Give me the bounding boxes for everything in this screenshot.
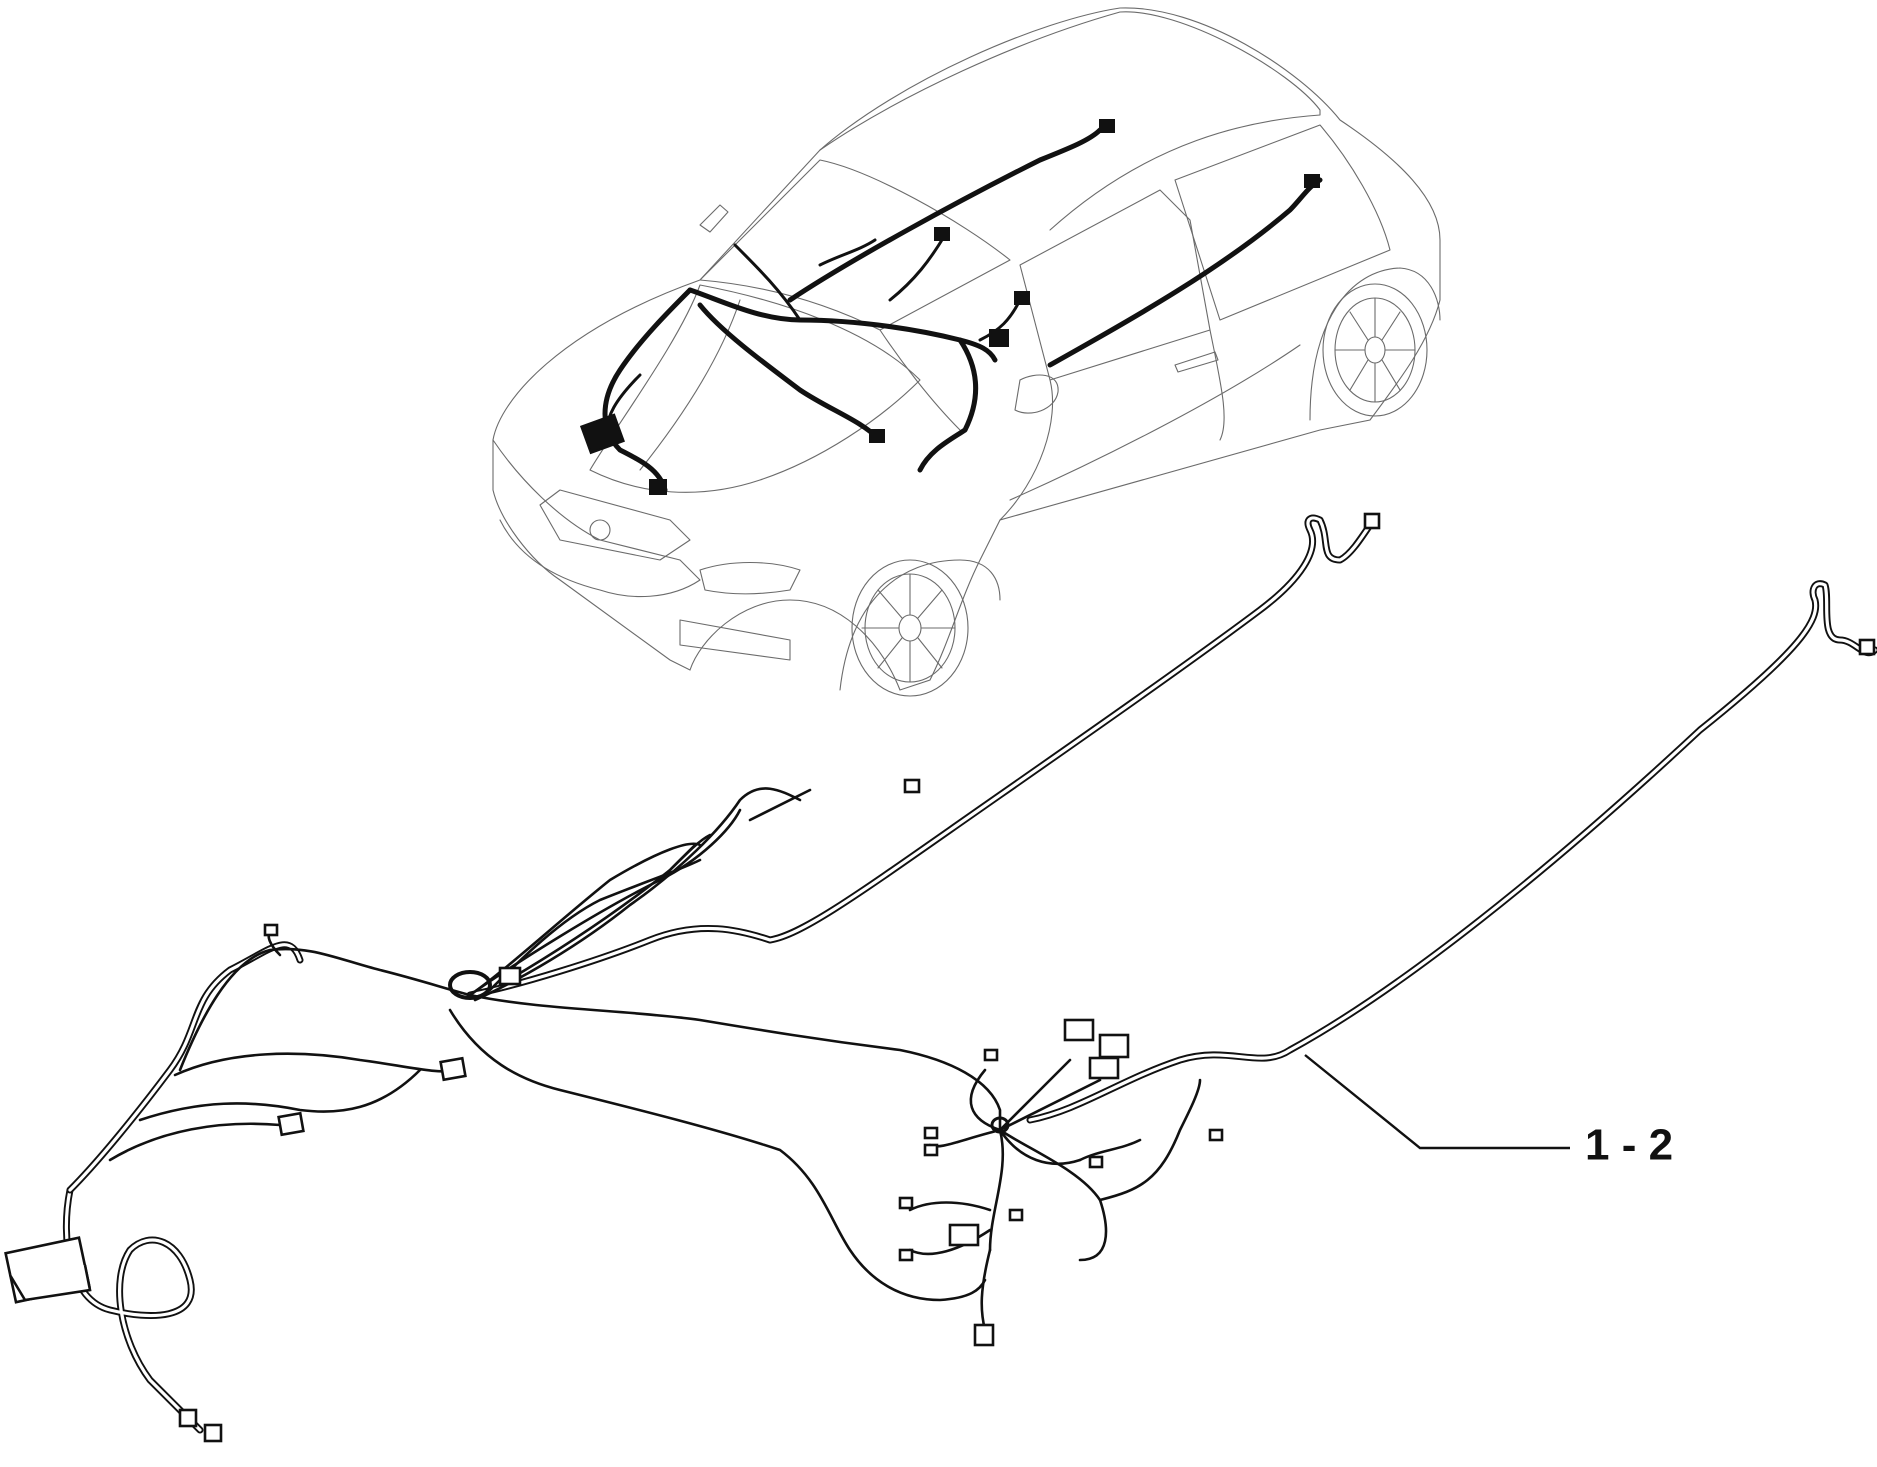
side-mirror <box>1014 374 1059 414</box>
harness-on-car <box>579 119 1323 495</box>
door-handle <box>1174 351 1219 373</box>
harness-main-connector-block <box>4 1236 92 1304</box>
car-wire-roof-right <box>1047 177 1323 368</box>
car-connector-fusebox <box>579 413 625 455</box>
connector-a <box>178 1408 198 1428</box>
antenna <box>699 204 729 233</box>
connector-g <box>903 778 921 794</box>
harness-trunk-main <box>62 941 304 1434</box>
headlight <box>699 562 801 595</box>
connector-b <box>203 1423 223 1443</box>
car-wire-roof-left <box>787 122 1113 303</box>
front-badge <box>589 519 611 541</box>
car-wire-dash <box>687 287 998 363</box>
harness-branch-long-upper <box>466 514 1374 999</box>
callout-1-2: 1 - 2 <box>1304 1054 1673 1170</box>
car-connector-front <box>649 479 667 495</box>
harness-branch-long-right <box>1026 580 1877 1124</box>
harness-branch-center <box>468 993 1002 1132</box>
grille <box>539 489 691 561</box>
rear-wheel <box>1322 283 1428 417</box>
car-connector-roof <box>1099 119 1115 133</box>
car-connector-door <box>1304 174 1320 188</box>
front-wheel <box>851 559 969 697</box>
windshield <box>699 159 1011 331</box>
connector-c <box>263 923 279 937</box>
front-bumper <box>492 439 701 598</box>
connector-d <box>439 1056 467 1082</box>
door-line <box>999 379 1054 521</box>
exploded-harness <box>4 512 1877 1443</box>
car-connector-dash <box>989 329 1009 347</box>
car-wire-engine <box>602 287 693 493</box>
callout-leader-line <box>1304 1054 1570 1150</box>
connector-l <box>1088 1056 1120 1080</box>
callout-label: 1 - 2 <box>1585 1121 1673 1170</box>
car-wire-hub <box>917 337 979 473</box>
connector-h <box>1363 512 1381 530</box>
grommet-ring <box>448 970 492 1000</box>
connector-j <box>1063 1018 1095 1042</box>
car-roof <box>819 11 1321 231</box>
connector-e <box>277 1111 305 1137</box>
side-trim <box>1009 344 1301 501</box>
connector-k <box>1098 1033 1130 1059</box>
side-window-rear <box>1174 124 1391 321</box>
connector-i <box>1858 638 1876 656</box>
car-wire-front <box>697 302 883 443</box>
connector-f <box>498 966 522 986</box>
hood <box>589 284 921 493</box>
harness-branch-top-loop <box>178 947 472 1072</box>
